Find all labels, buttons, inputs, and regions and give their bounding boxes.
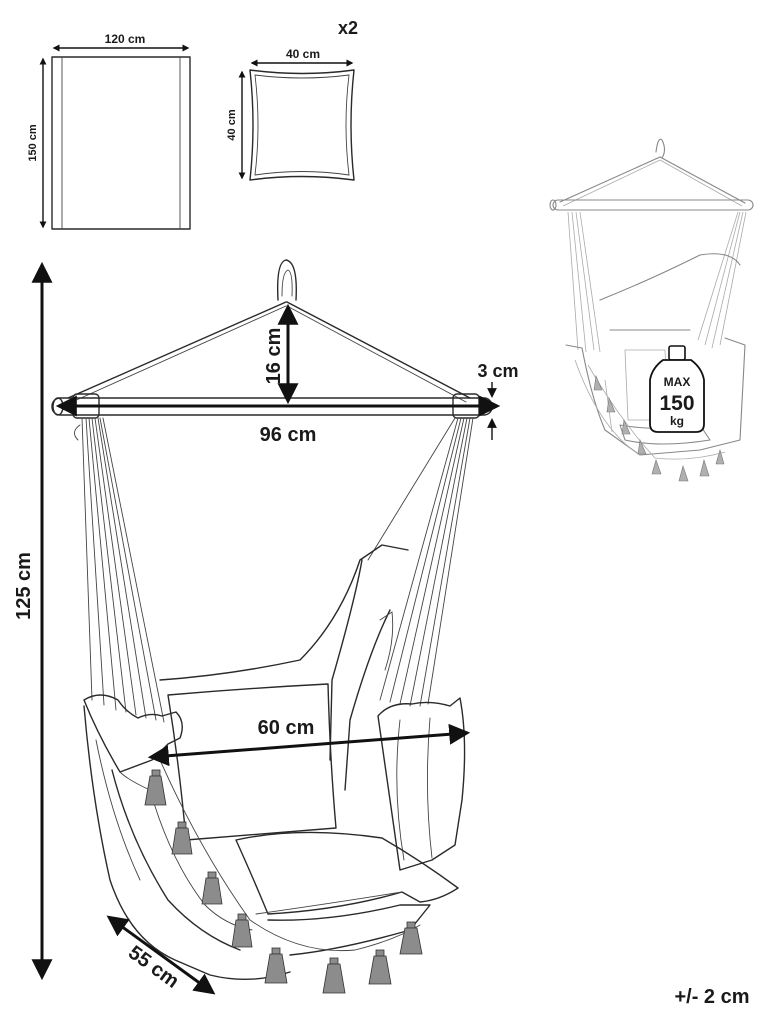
chair-preview-illustration: [549, 138, 754, 482]
hammock-chair-illustration: [51, 259, 493, 994]
weight-max-label: MAX: [664, 375, 691, 389]
weight-unit: kg: [670, 414, 684, 428]
dimension-arrows: [31, 261, 501, 995]
fabric-panel: [39, 44, 191, 230]
cushion-width-label: 40 cm: [286, 47, 320, 61]
bar-length-label: 96 cm: [260, 424, 317, 446]
seat-width-label: 60 cm: [258, 717, 315, 739]
cushion-height-label: 40 cm: [226, 109, 238, 140]
fabric-width-label: 120 cm: [105, 32, 146, 46]
total-height-label: 125 cm: [13, 552, 35, 620]
weight-limit-icon: [649, 345, 705, 433]
cushion: [238, 59, 355, 181]
cushion-count-label: x2: [338, 18, 358, 38]
tolerance-note: +/- 2 cm: [674, 986, 749, 1008]
fabric-height-label: 150 cm: [27, 124, 39, 162]
bar-thickness-label: 3 cm: [477, 361, 518, 381]
weight-value: 150: [659, 392, 694, 415]
bar-rise-label: 16 cm: [263, 328, 285, 385]
